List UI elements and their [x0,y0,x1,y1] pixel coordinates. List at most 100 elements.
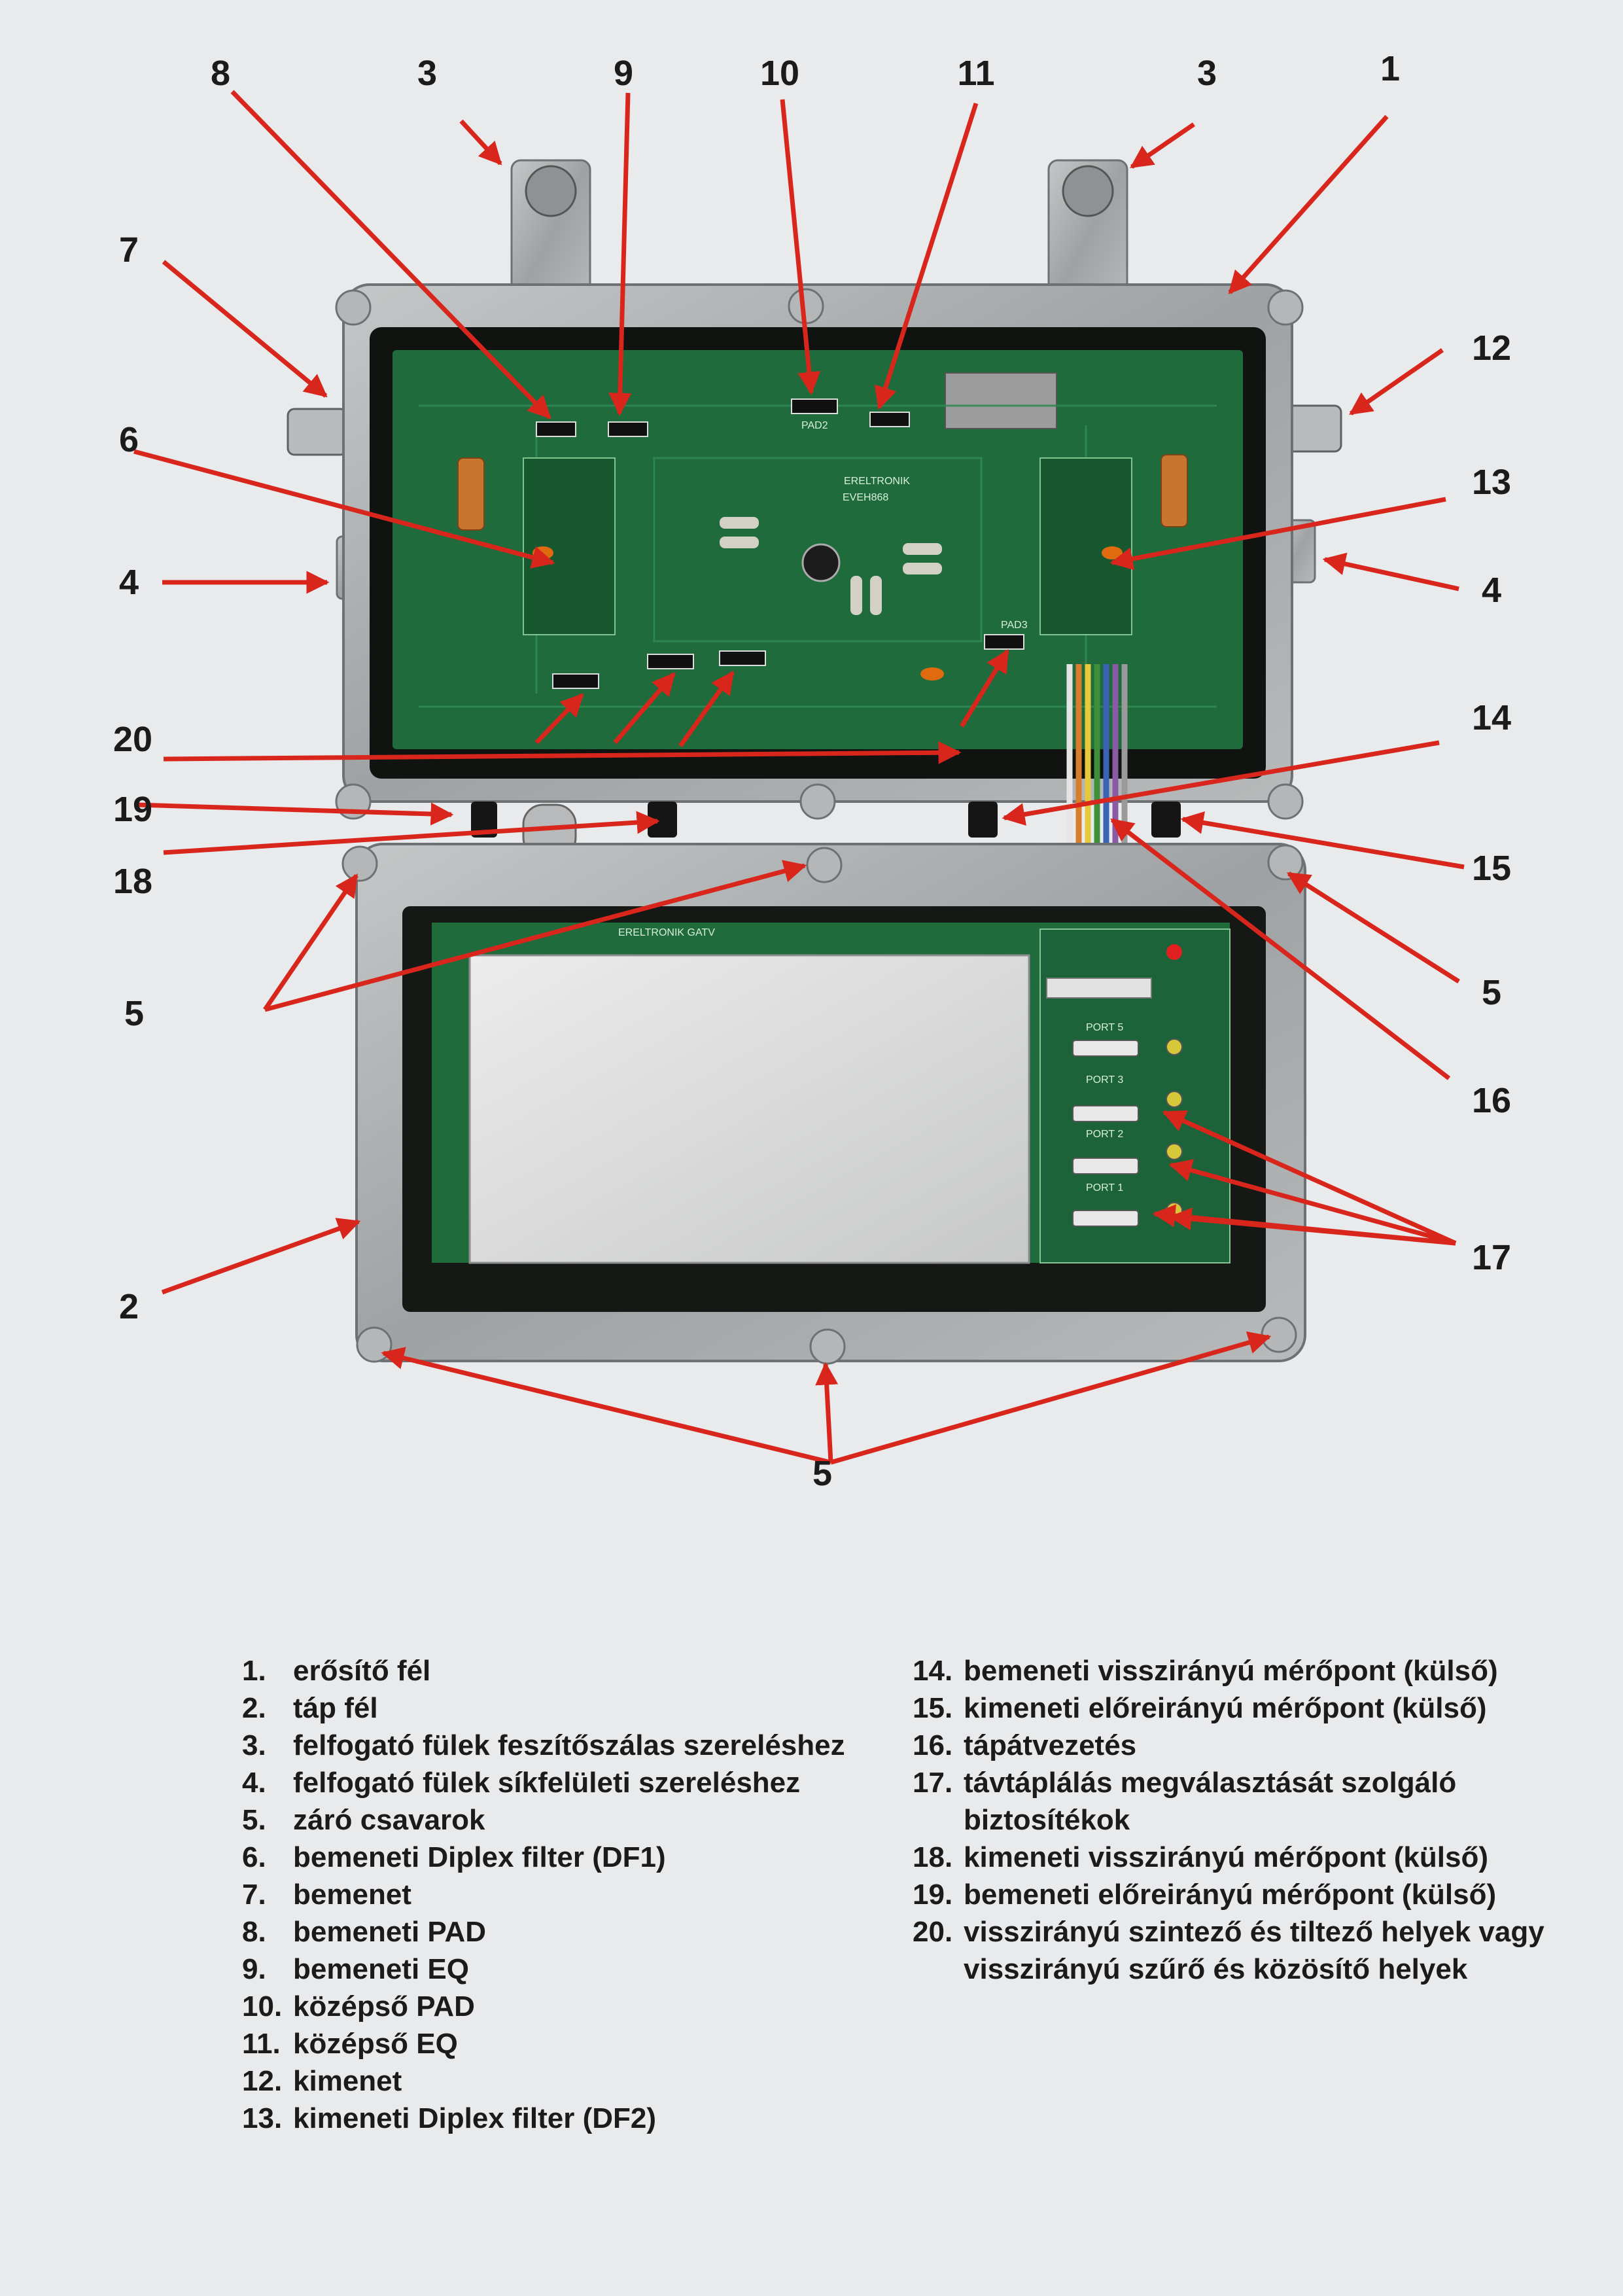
callout-11: 11 [957,54,994,93]
legend-text: felfogató fülek síkfelületi szereléshez [293,1767,801,1799]
legend-text: kimeneti előreirányú mérőpont (külső) [964,1692,1487,1724]
callout-13: 13 [1472,463,1511,502]
callout-3-right: 3 [1197,54,1217,93]
top-board-label: ERELTRONIK [844,476,910,487]
legend-text: kimenet [293,2065,402,2097]
callout-5-left: 5 [124,994,144,1033]
legend-num: 8. [242,1916,266,1948]
legend-right: 14. bemeneti visszirányú mérőpont (külső)… [913,1652,1567,1988]
legend-item: 3. felfogató fülek feszítőszálas szerelés… [242,1727,890,1764]
legend-item: 1. erősítő fél [242,1652,890,1689]
callout-5-right: 5 [1482,973,1501,1012]
legend-num: 16. [913,1729,953,1761]
legend-item: 16. tápátvezetés [913,1727,1567,1764]
legend-text: bemenet [293,1879,411,1911]
legend-text: visszirányú szintező és tiltező helyek v… [964,1916,1544,1985]
legend-text: bemeneti előreirányú mérőpont (külső) [964,1879,1497,1911]
callout-15: 15 [1472,849,1511,888]
callout-arrows [133,90,1465,1465]
legend-item: 14. bemeneti visszirányú mérőpont (külső) [913,1652,1567,1689]
legend-num: 2. [242,1692,266,1724]
amplifier-housing: ERELTRONIK EVEH868 PAD2 PAD3 [287,159,1342,968]
callout-10: 10 [760,54,799,93]
callout-20: 20 [113,720,152,759]
legend-item: 8. bemeneti PAD [242,1913,890,1951]
legend-num: 10. [242,1990,283,2022]
callout-16: 16 [1472,1081,1511,1120]
callout-2: 2 [119,1287,139,1326]
legend-item: 12. kimenet [242,2062,890,2100]
legend-text: távtáplálás megválasztását szolgáló bizt… [964,1767,1457,1836]
callout-4-right: 4 [1482,571,1501,610]
legend-item: 15. kimeneti előreirányú mérőpont (külső) [913,1689,1567,1727]
callout-14: 14 [1472,698,1511,737]
legend-item: 18. kimeneti visszirányú mérőpont (külső) [913,1839,1567,1876]
legend-num: 17. [913,1767,953,1799]
port2-silk: PORT 2 [1086,1129,1123,1140]
legend-item: 19. bemeneti előreirányú mérőpont (külső) [913,1876,1567,1913]
legend-item: 6. bemeneti Diplex filter (DF1) [242,1839,890,1876]
legend-num: 4. [242,1767,266,1799]
legend-num: 15. [913,1692,953,1724]
callout-1: 1 [1380,49,1400,88]
legend-left: 1. erősítő fél 2. táp fél 3. felfogató füle… [242,1652,890,2137]
legend-text: bemeneti visszirányú mérőpont (külső) [964,1655,1498,1687]
legend-text: bemeneti Diplex filter (DF1) [293,1841,666,1873]
legend-num: 12. [242,2065,283,2097]
legend-item: 5. záró csavarok [242,1801,890,1839]
legend-item: 4. felfogató fülek síkfelületi szereléshe… [242,1764,890,1801]
legend-text: erősítő fél [293,1655,431,1687]
callout-17: 17 [1472,1238,1511,1277]
legend-text: bemeneti PAD [293,1916,487,1948]
legend-num: 9. [242,1953,266,1985]
amplifier-photo-diagram: ERELTRONIK EVEH868 PAD2 PAD3 [113,49,1511,1493]
legend-text: kimeneti visszirányú mérőpont (külső) [964,1841,1488,1873]
port1-silk: PORT 1 [1086,1182,1123,1193]
callout-5-bottom: 5 [812,1454,832,1493]
legend-num: 20. [913,1916,953,1948]
legend-text: felfogató fülek feszítőszálas szereléshe… [293,1729,845,1761]
legend-num: 5. [242,1804,266,1836]
legend-num: 19. [913,1879,953,1911]
legend-item: 13. kimeneti Diplex filter (DF2) [242,2100,890,2137]
legend-num: 13. [242,2102,283,2134]
legend-num: 7. [242,1879,266,1911]
legend-text: kimeneti Diplex filter (DF2) [293,2102,657,2134]
legend-text: középső PAD [293,1990,475,2022]
legend-item: 11. középső EQ [242,2025,890,2062]
callout-9: 9 [614,54,633,93]
port5-silk: PORT 5 [1086,1022,1123,1033]
callout-labels: 1 2 3 3 4 4 5 5 5 6 7 8 9 10 11 12 13 14… [113,49,1511,1493]
legend-item: 2. táp fél [242,1689,890,1727]
pad2-silk: PAD2 [801,420,828,431]
power-housing: ERELTRONIK GATV PORT 5 PORT 3 PORT 2 POR… [341,843,1306,1365]
legend-text: középső EQ [293,2028,458,2060]
legend-text: záró csavarok [293,1804,485,1836]
legend-text: táp fél [293,1692,378,1724]
callout-3-left: 3 [417,54,437,93]
callout-19: 19 [113,790,152,829]
legend-num: 3. [242,1729,266,1761]
port3-silk: PORT 3 [1086,1074,1123,1086]
callout-8: 8 [211,54,230,93]
top-board-model: EVEH868 [843,492,888,503]
callout-7: 7 [119,230,139,270]
legend-num: 6. [242,1841,266,1873]
legend-item: 9. bemeneti EQ [242,1951,890,1988]
pad3-silk: PAD3 [1001,620,1028,631]
legend-item: 7. bemenet [242,1876,890,1913]
legend-num: 1. [242,1655,266,1687]
callout-12: 12 [1472,328,1511,368]
legend-item: 20. visszirányú szintező és tiltező helye… [913,1913,1567,1988]
legend-item: 10. középső PAD [242,1988,890,2025]
legend-num: 14. [913,1655,953,1687]
legend-text: bemeneti EQ [293,1953,469,1985]
legend-item: 17. távtáplálás megválasztását szolgáló b… [913,1764,1567,1839]
callout-4-left: 4 [119,563,139,602]
callout-18: 18 [113,862,152,901]
legend-num: 18. [913,1841,953,1873]
legend-num: 11. [242,2028,281,2060]
bottom-board-label: ERELTRONIK GATV [618,927,715,938]
callout-6: 6 [119,420,139,459]
legend-text: tápátvezetés [964,1729,1137,1761]
